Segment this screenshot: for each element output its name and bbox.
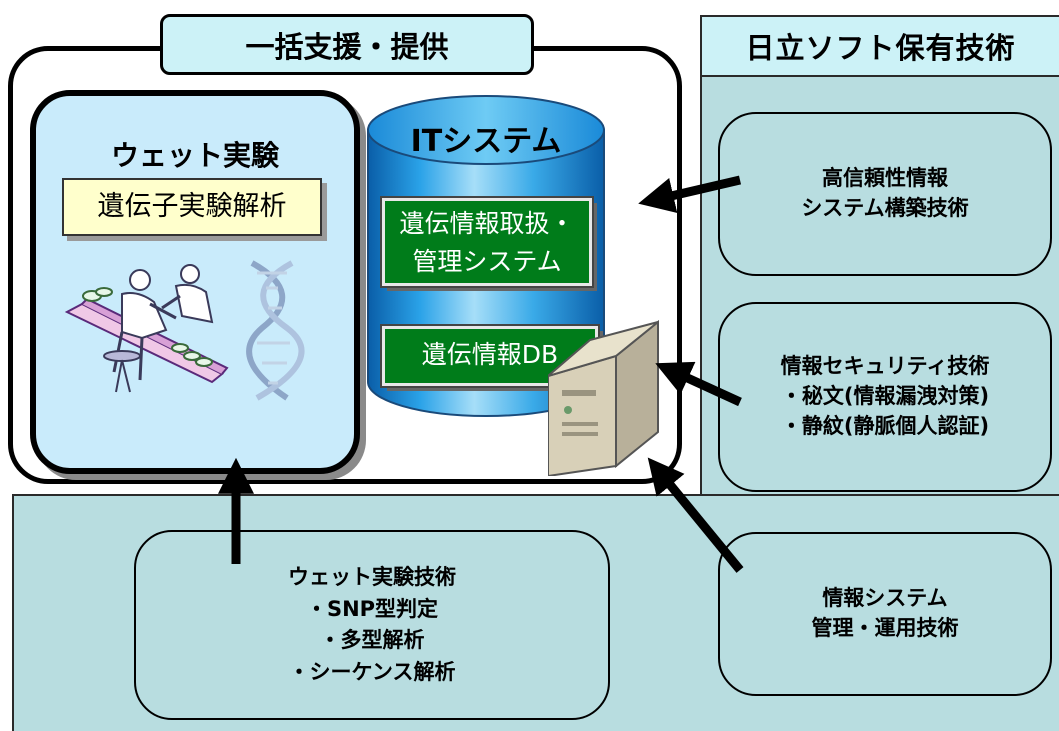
info-security-tech-box: 情報セキュリティ技術 ・秘文(情報漏洩対策) ・静紋(静脈個人認証) [718,302,1052,492]
server-icon [548,319,659,476]
security-line-1: 情報セキュリティ技術 [780,354,990,379]
management-line-1: 遺伝情報取扱・ [399,209,575,238]
security-line-2: ・秘文(情報漏洩対策) [780,384,990,409]
bundled-support-tag: 一括支援・提供 [160,14,534,75]
operation-line-1: 情報システム [822,586,948,611]
wet-tech-line-2: ・SNP型判定 [305,596,439,621]
lab-researchers-icon [64,264,229,393]
it-system-title: ITシステム [410,124,562,159]
wet-tech-line-4: ・シーケンス解析 [288,659,456,684]
high-reliability-tech-box: 高信頼性情報 システム構築技術 [718,112,1052,276]
reliability-line-1: 高信頼性情報 [822,166,948,191]
right-header-label: 日立ソフト保有技術 [745,31,1016,65]
wet-experiment-title: ウェット実験 [110,139,279,172]
management-line-2: 管理システム [412,247,562,276]
reliability-line-2: システム構築技術 [801,196,969,220]
wet-experiment-tech-box: ウェット実験技術 ・SNP型判定 ・多型解析 ・シーケンス解析 [134,530,610,720]
gene-experiment-analysis-box: 遺伝子実験解析 [62,178,322,236]
dna-strand-icon [246,260,305,401]
wet-tech-line-1: ウェット実験技術 [288,565,456,589]
wet-tech-line-3: ・多型解析 [319,628,425,652]
operation-line-2: 管理・運用技術 [811,616,959,640]
security-line-3: ・静紋(静脈個人認証) [780,413,990,438]
bundled-support-label: 一括支援・提供 [245,29,449,64]
right-header: 日立ソフト保有技術 [700,15,1059,77]
gene-info-management-system-box: 遺伝情報取扱・ 管理システム [380,196,594,288]
system-operation-tech-box: 情報システム 管理・運用技術 [718,532,1052,696]
